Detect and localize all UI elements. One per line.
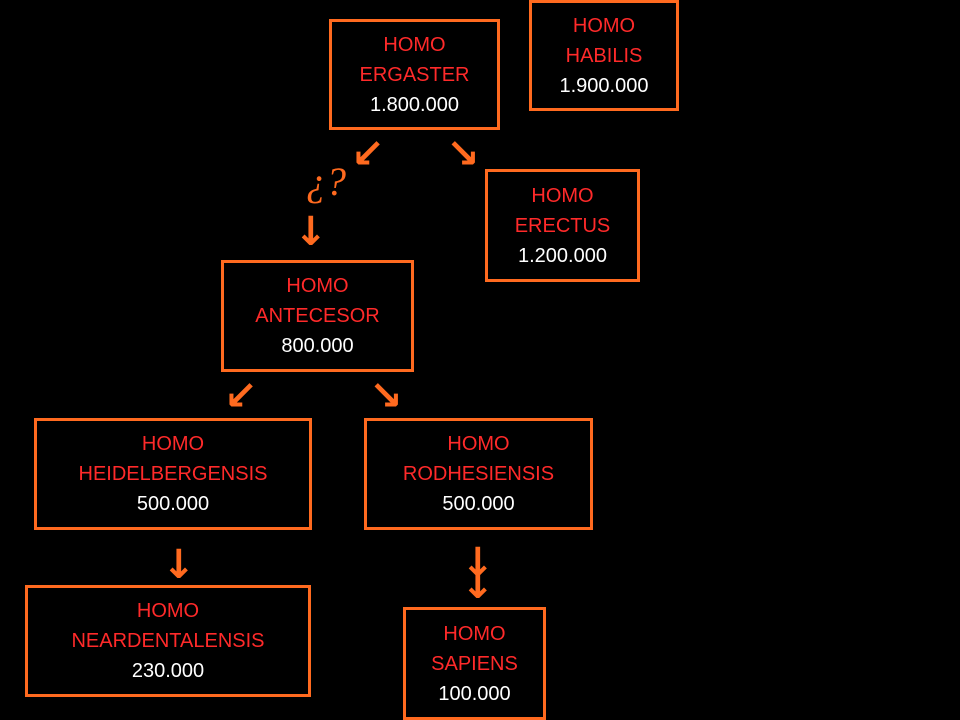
node-years: 230.000: [131, 660, 205, 682]
node-species: HEIDELBERGENSIS: [78, 463, 268, 485]
node-species: ERECTUS: [514, 214, 611, 237]
node-genus: HOMO: [443, 622, 506, 645]
node-species: ANTECESOR: [255, 305, 380, 327]
node-years: 800.000: [281, 335, 354, 357]
down-arrow-icon: ↓: [162, 542, 196, 588]
node-species: RODHESIENSIS: [402, 463, 555, 485]
down-arrow-icon: ↓: [461, 540, 495, 586]
node-genus: HOMO: [136, 600, 200, 622]
node-genus: HOMO: [572, 14, 636, 37]
node-genus: HOMO: [286, 275, 349, 297]
node-species: HABILIS: [565, 44, 643, 67]
node-homo-antecesor: HOMO ANTECESOR 800.000: [221, 260, 414, 372]
node-homo-habilis: HOMO HABILIS 1.900.000: [529, 0, 679, 111]
node-species: ERGASTER: [359, 63, 470, 86]
down-left-arrow-icon: ↙: [224, 373, 258, 419]
node-homo-heidelbergensis: HOMO HEIDELBERGENSIS 500.000: [34, 418, 312, 530]
node-genus: HOMO: [447, 433, 510, 455]
node-years: 500.000: [442, 493, 515, 515]
node-homo-sapiens: HOMO SAPIENS 100.000: [403, 607, 546, 720]
node-years: 1.900.000: [559, 74, 649, 97]
node-homo-ergaster: HOMO ERGASTER 1.800.000: [329, 19, 500, 130]
node-years: 500.000: [136, 493, 210, 515]
node-genus: HOMO: [531, 184, 594, 207]
node-years: 1.800.000: [370, 93, 459, 116]
uncertainty-question-mark: ¿?: [306, 159, 346, 204]
node-years: 100.000: [438, 682, 511, 705]
node-species: SAPIENS: [431, 652, 518, 675]
node-homo-rodhesiensis: HOMO RODHESIENSIS 500.000: [364, 418, 593, 530]
node-homo-neardentalensis: HOMO NEARDENTALENSIS 230.000: [25, 585, 311, 697]
node-genus: HOMO: [141, 433, 205, 455]
down-left-arrow-icon: ↙: [351, 131, 385, 177]
node-species: NEARDENTALENSIS: [71, 630, 265, 652]
node-homo-erectus: HOMO ERECTUS 1.200.000: [485, 169, 640, 282]
node-years: 1.200.000: [518, 244, 607, 267]
down-arrow-icon: ↓: [461, 562, 495, 608]
node-genus: HOMO: [383, 33, 446, 56]
down-arrow-icon: ↓: [294, 209, 328, 255]
down-right-arrow-icon: ↘: [446, 131, 480, 177]
down-right-arrow-icon: ↘: [369, 373, 403, 419]
